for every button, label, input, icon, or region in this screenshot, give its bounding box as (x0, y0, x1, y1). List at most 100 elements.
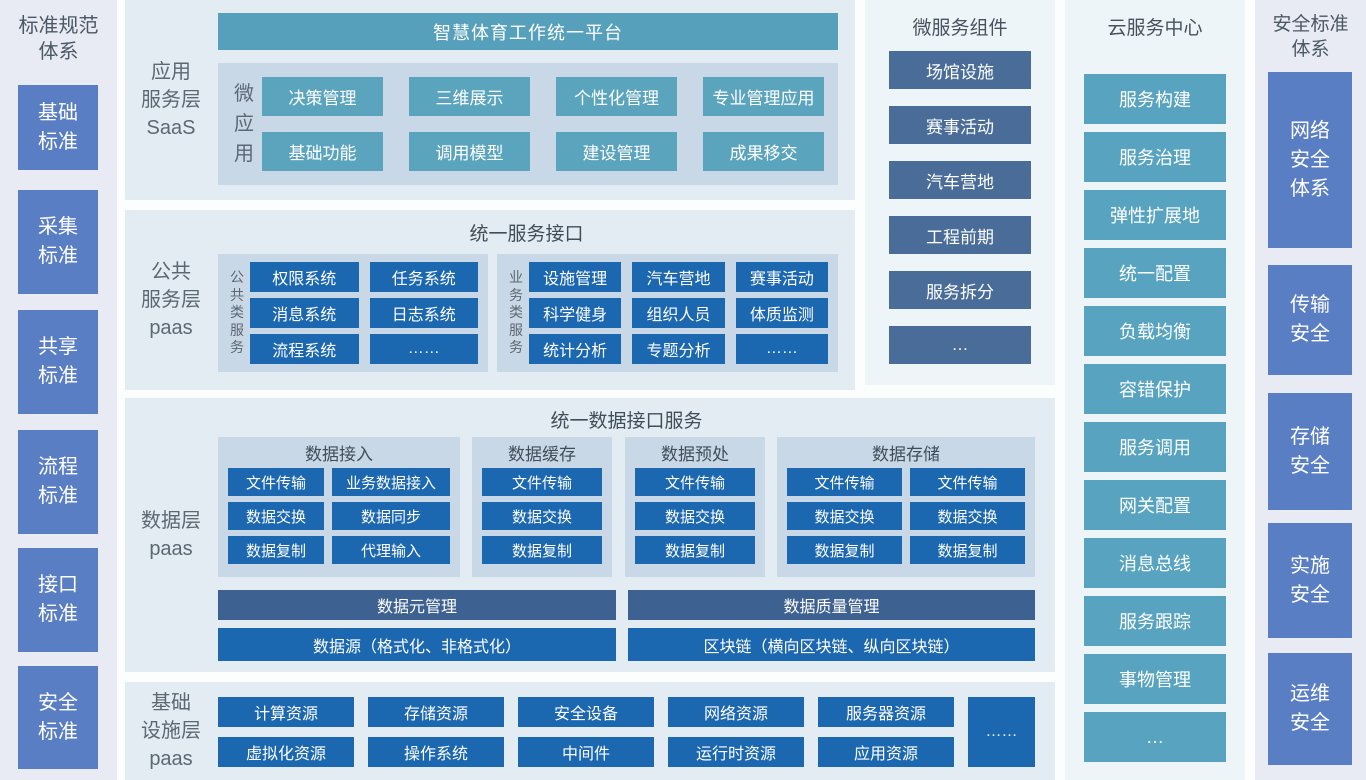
microservice-block: 赛事活动 (889, 106, 1031, 144)
data-group-preprocess: 数据预处 文件传输数据交换数据复制 (625, 437, 765, 577)
data-group-preprocess-grid: 文件传输数据交换数据复制 (635, 468, 755, 564)
infrastructure-block: 应用资源 (818, 737, 954, 767)
infrastructure-block: 存储资源 (368, 697, 504, 727)
infrastructure-block: 中间件 (518, 737, 654, 767)
security-block-ops: 运维 安全 (1268, 653, 1352, 765)
business-services-group-label: 业 务 类 服 务 (509, 269, 523, 356)
public-service-block: 消息系统 (250, 298, 359, 328)
cloud-service-block: 网关配置 (1084, 480, 1226, 530)
infrastructure-block: 虚拟化资源 (218, 737, 354, 767)
data-meta-management-bar: 数据元管理 (218, 590, 616, 620)
standard-block-process: 流程 标准 (18, 430, 98, 534)
standard-block-security: 安全 标准 (18, 666, 98, 769)
cloud-service-block: 服务构建 (1084, 74, 1226, 124)
micro-app-block: 调用模型 (409, 132, 530, 171)
data-preprocess-block: 数据复制 (635, 536, 755, 564)
cloud-center-list: 服务构建服务治理弹性扩展地统一配置负载均衡容错保护服务调用网关配置消息总线服务跟… (1065, 40, 1245, 762)
data-group-access-grid: 文件传输业务数据接入数据交换数据同步数据复制代理输入 (228, 468, 450, 564)
data-group-storage: 数据存储 文件传输文件传输数据交换数据交换数据复制数据复制 (777, 437, 1035, 577)
data-group-cache-grid: 文件传输数据交换数据复制 (482, 468, 602, 564)
security-block-transfer: 传输 安全 (1268, 265, 1352, 375)
micro-app-block: 三维展示 (409, 77, 530, 116)
data-storage-block: 数据交换 (910, 502, 1025, 530)
public-services-group-label: 公 共 类 服 务 (230, 269, 244, 356)
cloud-service-block: 容错保护 (1084, 364, 1226, 414)
business-service-block: 统计分析 (529, 334, 622, 364)
data-group-access: 数据接入 文件传输业务数据接入数据交换数据同步数据复制代理输入 (218, 437, 460, 577)
data-cache-block: 数据复制 (482, 536, 602, 564)
micro-app-block: 专业管理应用 (703, 77, 824, 116)
infrastructure-more-block: …… (968, 697, 1035, 767)
cloud-service-block: 服务跟踪 (1084, 596, 1226, 646)
business-service-block: 汽车营地 (632, 262, 725, 292)
app-service-layer-label: 应用 服务层 SaaS (141, 61, 201, 139)
data-access-block: 业务数据接入 (332, 468, 450, 496)
standard-block-interface: 接口 标准 (18, 548, 98, 652)
public-service-block: 流程系统 (250, 334, 359, 364)
public-service-layer-panel: 公共 服务层 paas 统一服务接口 公 共 类 服 务 权限系统任务系统消息系… (125, 210, 855, 390)
public-services-group: 公 共 类 服 务 权限系统任务系统消息系统日志系统流程系统…… (218, 254, 488, 372)
data-group-cache: 数据缓存 文件传输数据交换数据复制 (472, 437, 612, 577)
blockchain-bar: 区块链（横向区块链、纵向区块链） (628, 628, 1035, 661)
micro-app-grid: 决策管理三维展示个性化管理专业管理应用基础功能调用模型建设管理成果移交 (262, 77, 824, 171)
data-group-preprocess-title: 数据预处 (661, 445, 729, 464)
business-service-block: 组织人员 (632, 298, 725, 328)
business-service-block: 设施管理 (529, 262, 622, 292)
business-service-block: …… (735, 334, 828, 364)
business-service-block: 科学健身 (529, 298, 622, 328)
cloud-service-block: 负载均衡 (1084, 306, 1226, 356)
security-standards-panel: 安全标准 体系 网络 安全 体系 传输 安全 存储 安全 实施 安全 运维 安全 (1255, 0, 1366, 780)
infrastructure-row-2: 虚拟化资源操作系统中间件运行时资源应用资源 (218, 737, 954, 767)
business-service-block: 专题分析 (632, 334, 725, 364)
data-cache-block: 文件传输 (482, 468, 602, 496)
data-preprocess-block: 文件传输 (635, 468, 755, 496)
microservice-block: 服务拆分 (889, 271, 1031, 309)
cloud-service-block: 消息总线 (1084, 538, 1226, 588)
infrastructure-block: 计算资源 (218, 697, 354, 727)
standard-block-basic: 基础 标准 (18, 85, 98, 170)
security-standards-title: 安全标准 体系 (1272, 14, 1349, 60)
public-service-block: 日志系统 (369, 298, 478, 328)
data-access-block: 数据复制 (228, 536, 324, 564)
unified-service-interface-title: 统一服务接口 (469, 224, 584, 245)
data-layer-label: 数据层 paas (141, 510, 201, 560)
public-service-block: …… (369, 334, 478, 364)
micro-app-block: 成果移交 (703, 132, 824, 171)
cloud-service-block: 统一配置 (1084, 248, 1226, 298)
standard-block-share: 共享 标准 (18, 310, 98, 414)
data-source-bar: 数据源（格式化、非格式化） (218, 628, 616, 661)
data-storage-block: 数据复制 (787, 536, 902, 564)
data-preprocess-block: 数据交换 (635, 502, 755, 530)
data-storage-block: 文件传输 (787, 468, 902, 496)
micro-app-label: 微 应 用 (234, 83, 254, 165)
infrastructure-block: 操作系统 (368, 737, 504, 767)
microservices-panel: 微服务组件 场馆设施赛事活动汽车营地工程前期服务拆分… (865, 0, 1055, 385)
infrastructure-block: 安全设备 (518, 697, 654, 727)
data-storage-block: 数据交换 (787, 502, 902, 530)
micro-app-block: 基础功能 (262, 132, 383, 171)
unified-data-interface-title: 统一数据接口服务 (550, 411, 703, 432)
microservices-title: 微服务组件 (912, 18, 1008, 39)
business-services-grid: 设施管理汽车营地赛事活动科学健身组织人员体质监测统计分析专题分析…… (529, 262, 828, 364)
infrastructure-block: 网络资源 (668, 697, 804, 727)
infrastructure-layer-label: 基础 设施层 paas (141, 692, 201, 770)
micro-app-panel: 微 应 用 决策管理三维展示个性化管理专业管理应用基础功能调用模型建设管理成果移… (218, 63, 838, 185)
data-cache-block: 数据交换 (482, 502, 602, 530)
data-access-block: 代理输入 (332, 536, 450, 564)
data-access-block: 数据交换 (228, 502, 324, 530)
infrastructure-block: 服务器资源 (818, 697, 954, 727)
cloud-service-block: 弹性扩展地 (1084, 190, 1226, 240)
cloud-service-block: … (1084, 712, 1226, 762)
business-service-block: 体质监测 (735, 298, 828, 328)
microservice-block: 工程前期 (889, 216, 1031, 254)
public-services-grid: 权限系统任务系统消息系统日志系统流程系统…… (250, 262, 478, 364)
platform-title-bar: 智慧体育工作统一平台 (218, 13, 838, 50)
micro-app-block: 决策管理 (262, 77, 383, 116)
standards-panel-title: 标准规范 体系 (18, 15, 99, 63)
public-service-layer-label: 公共 服务层 paas (141, 261, 201, 339)
standards-panel: 标准规范 体系 基础 标准 采集 标准 共享 标准 流程 标准 接口 标准 安全… (0, 0, 117, 780)
data-group-access-title: 数据接入 (305, 445, 373, 464)
data-access-block: 数据同步 (332, 502, 450, 530)
public-service-block: 任务系统 (369, 262, 478, 292)
